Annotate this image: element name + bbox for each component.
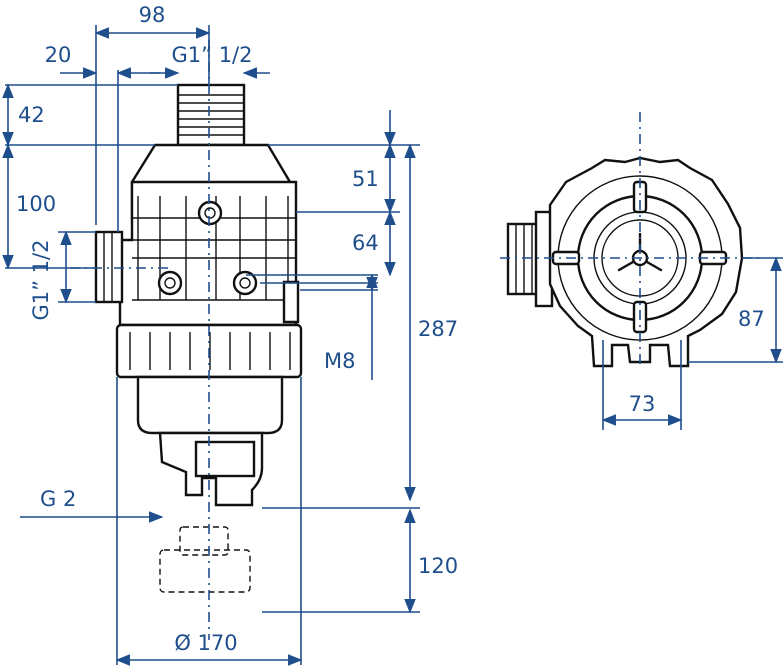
side-lug (282, 280, 300, 324)
dim-left-thread-label: G1” 1/2 (29, 240, 53, 321)
dim-287-label: 287 (418, 317, 458, 341)
dim-top-thread-label: G1” 1/2 (172, 43, 253, 67)
side-outlet-thread (94, 230, 124, 304)
dim-87-label: 87 (738, 307, 765, 331)
front-dimensions: 98 20 G1” 1/2 42 100 G1” 1/2 51 64 M8 (2, 3, 458, 666)
mounting-boss-top (197, 200, 223, 226)
drain-valve (158, 431, 264, 507)
dim-20-label: 20 (45, 43, 72, 67)
mounting-boss-left (157, 270, 183, 296)
top-view (500, 112, 760, 368)
dim-m8-label: M8 (324, 349, 355, 373)
dim-64-label: 64 (352, 231, 379, 255)
top-inlet-thread (176, 83, 246, 147)
dim-42-label: 42 (18, 103, 45, 127)
dim-120-label: 120 (418, 554, 458, 578)
dim-98-label: 98 (139, 3, 166, 27)
dim-51-label: 51 (352, 167, 379, 191)
top-view-outlet (506, 210, 554, 308)
dim-73-label: 73 (629, 392, 656, 416)
filter-bowl (136, 375, 284, 435)
mounting-boss-right (232, 270, 258, 296)
front-view (70, 40, 303, 640)
dim-g2-label: G 2 (40, 487, 76, 511)
top-view-dimensions: 87 73 (601, 256, 783, 430)
dim-dia170-label: Ø 170 (174, 631, 237, 655)
drain-cap (159, 526, 251, 593)
dim-100-label: 100 (16, 192, 56, 216)
